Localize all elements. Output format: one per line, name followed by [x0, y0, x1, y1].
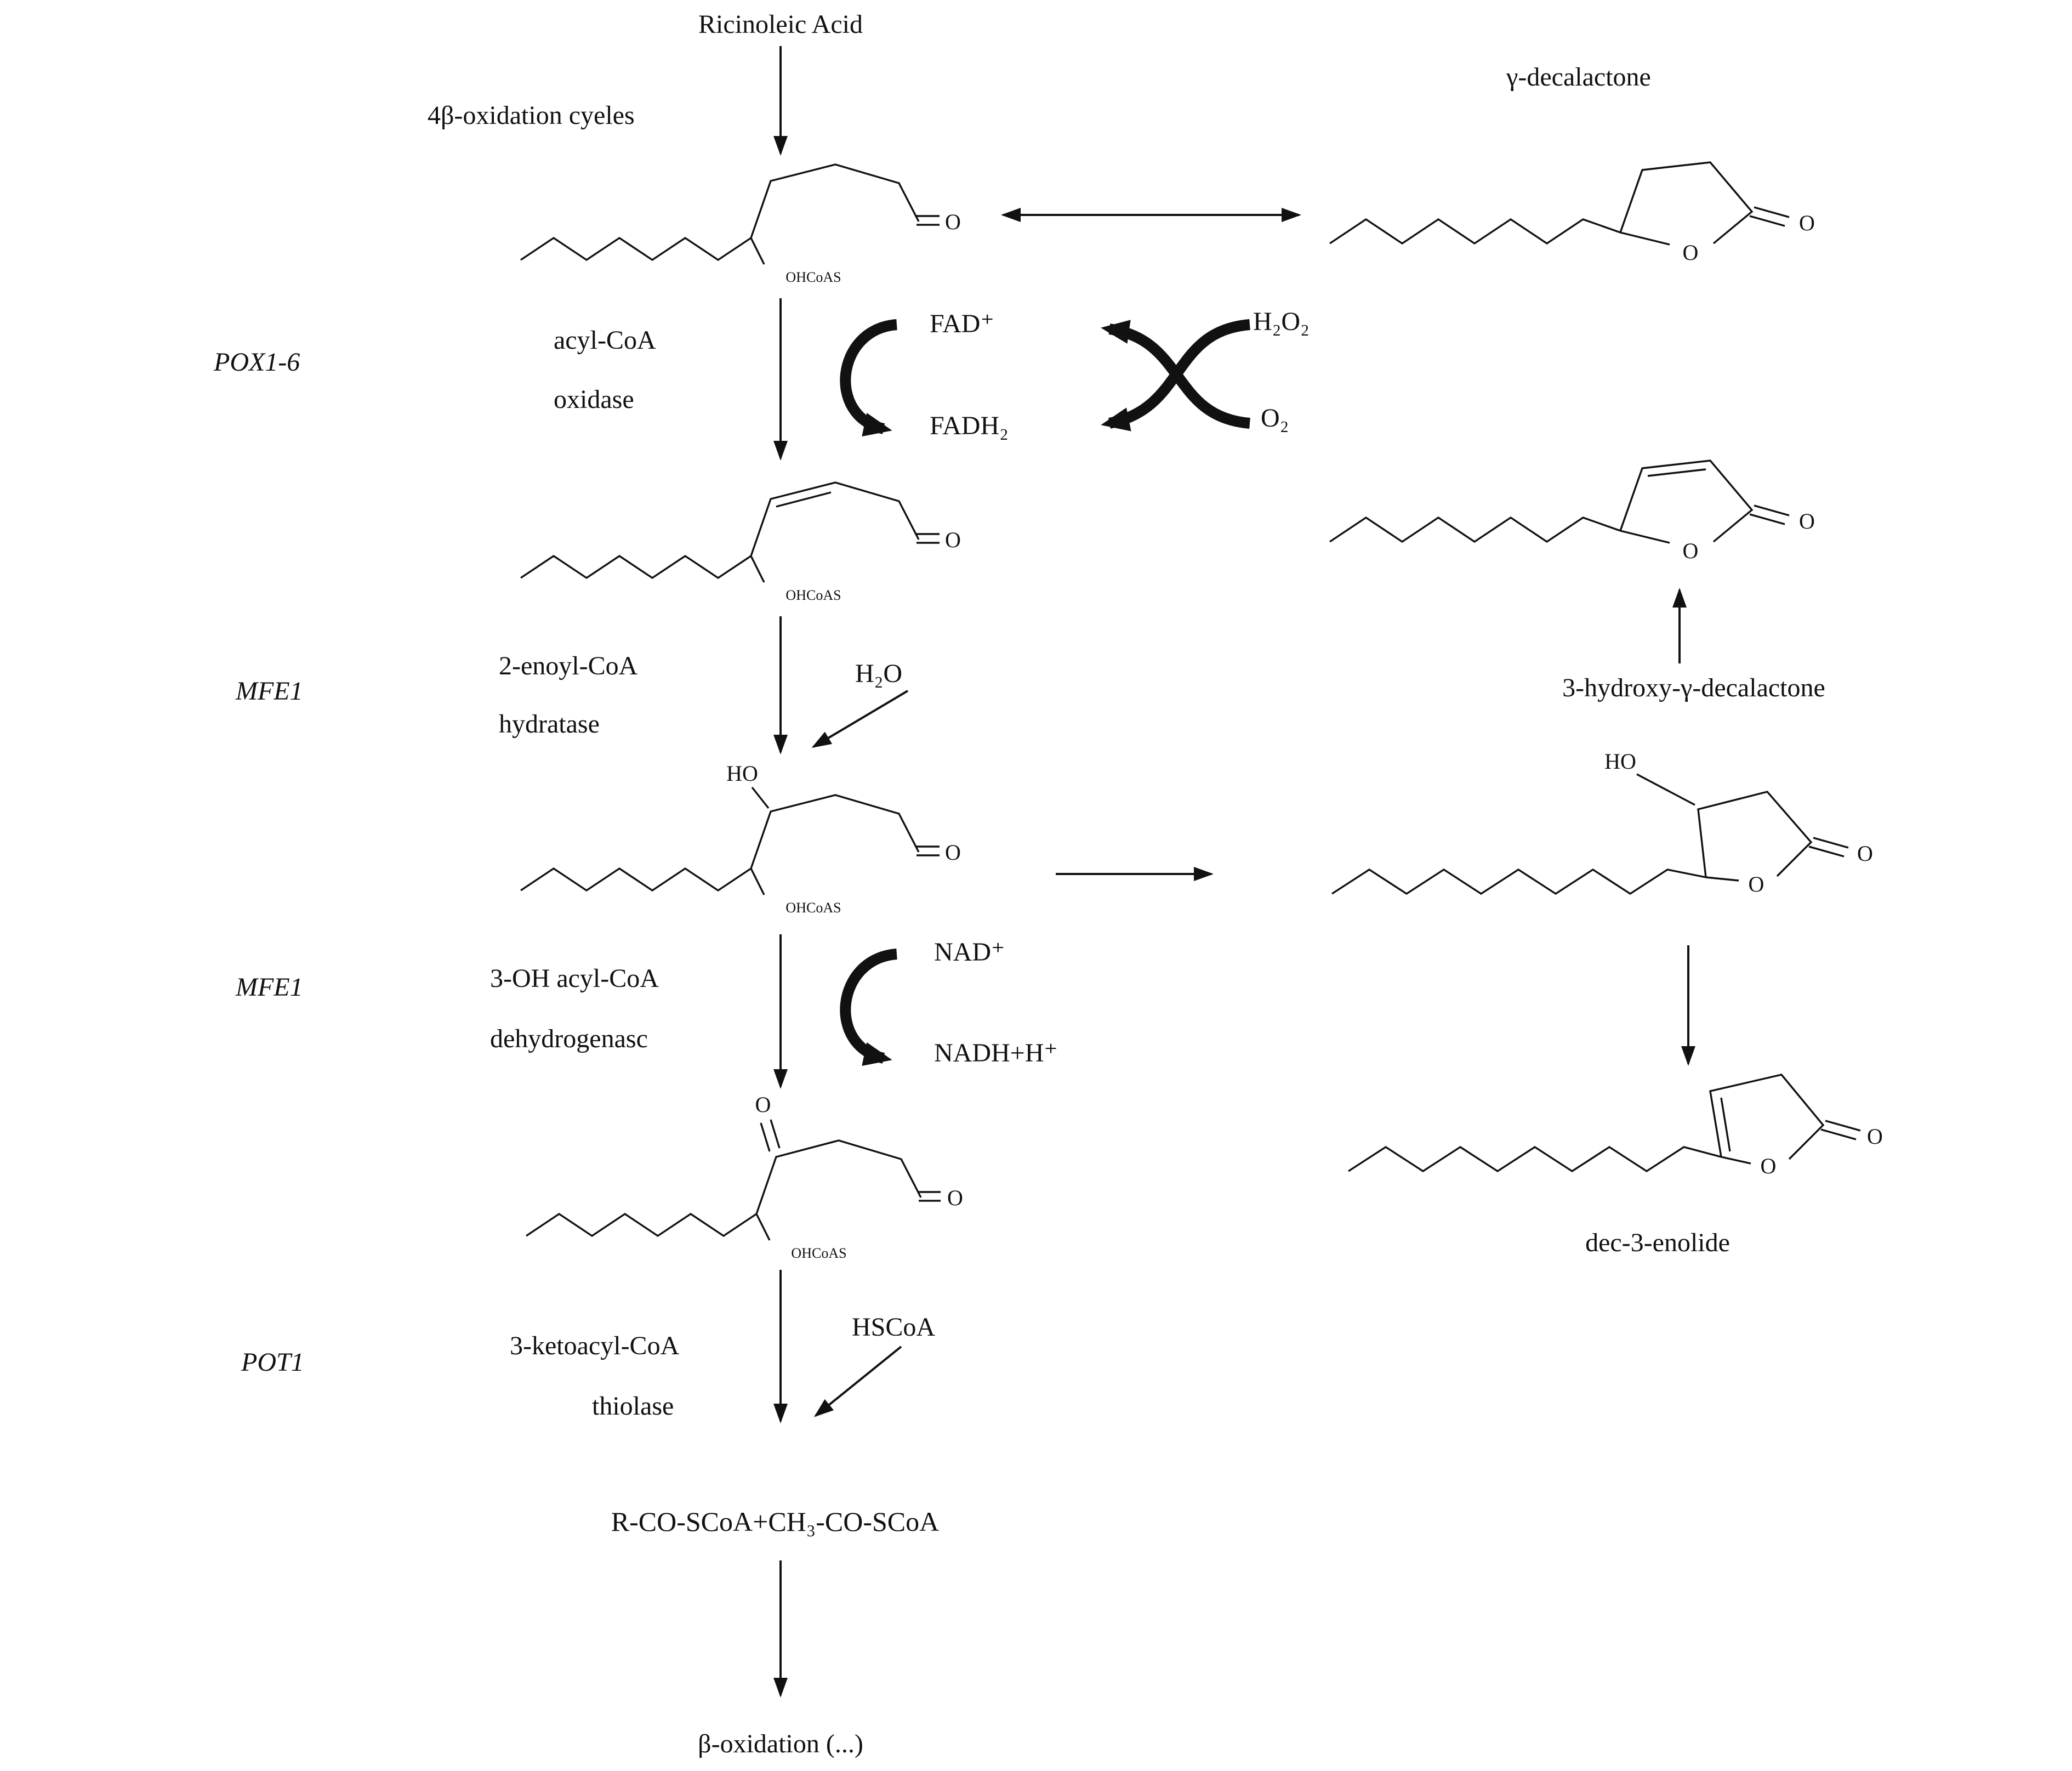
cofactor-nad: NAD⁺: [934, 938, 1005, 967]
atom-o: O: [945, 527, 961, 552]
o2-cross-arrow: [1101, 320, 1250, 429]
atom-o: O: [1799, 509, 1815, 533]
atom-ohcoas: OHCoAS: [785, 900, 841, 916]
nad-cycle-arrow: [840, 949, 898, 1066]
structure-3-hydroxy-decalactone: HO O O: [1331, 749, 1873, 896]
cofactor-h2o: H₂O: [855, 659, 902, 688]
structure-gamma-decalactone: O O: [1329, 161, 1815, 265]
atom-ohcoas: OHCoAS: [791, 1245, 846, 1261]
label-gamma-decalactone: γ-decalactone: [1506, 63, 1651, 92]
arrow-hscoa-in: [813, 1346, 902, 1417]
cofactor-h2o2: H₂O₂: [1253, 307, 1310, 336]
structure-hydroxy-acyl-coa: O OHCoAS: [520, 163, 961, 285]
enzyme-hydratase: hydratase: [499, 709, 600, 739]
enzyme-dehydrogenase: dehydrogenasc: [490, 1024, 648, 1053]
atom-ho: HO: [726, 761, 758, 786]
enzyme-enoyl-coa: 2-enoyl-CoA: [499, 651, 638, 680]
structure-enoyl-coa: O OHCoAS: [520, 481, 961, 603]
label-ricinoleic-acid: Ricinoleic Acid: [698, 10, 863, 39]
atom-o: O: [945, 209, 961, 234]
atom-o: O: [1857, 841, 1873, 866]
gene-pox1-6: POX1-6: [213, 348, 300, 377]
atom-o: O: [945, 840, 961, 865]
atom-o: O: [1761, 1154, 1777, 1178]
label-products: R-CO-SCoA+CH₃-CO-SCoA: [611, 1506, 940, 1537]
atom-o: O: [1799, 211, 1815, 235]
fad-cycle-arrow: [840, 319, 898, 437]
atom-o: O: [947, 1185, 963, 1210]
label-oxidation-cycles: 4β-oxidation cyeles: [428, 101, 635, 130]
enzyme-thiolase: thiolase: [592, 1392, 674, 1421]
structure-3-hydroxy-acyl-coa: HO O OHCoAS: [520, 761, 961, 916]
structure-dec3-enolide: O O: [1348, 1074, 1883, 1178]
atom-ohcoas: OHCoAS: [785, 269, 841, 285]
enzyme-oh-acyl-coa: 3-OH acyl-CoA: [490, 964, 659, 993]
arrow-h2o-in: [811, 690, 909, 748]
gene-pot1: POT1: [241, 1348, 304, 1377]
atom-ho: HO: [1604, 749, 1636, 774]
label-dec3-enolide: dec-3-enolide: [1585, 1228, 1730, 1257]
cofactor-fad: FAD⁺: [930, 309, 994, 338]
enzyme-oxidase: oxidase: [554, 385, 634, 414]
enzyme-acyl-coa: acyl-CoA: [554, 326, 656, 355]
structure-3-keto-acyl-coa: O O OHCoAS: [526, 1092, 963, 1261]
gene-mfe1-dehydrogenase: MFE1: [235, 973, 303, 1002]
cofactor-nadh: NADH+H⁺: [934, 1038, 1058, 1068]
cofactor-fadh2: FADH₂: [930, 411, 1009, 440]
atom-o: O: [1867, 1124, 1883, 1149]
structure-dehydro-decalactone: O O: [1329, 459, 1815, 563]
atom-o: O: [1683, 240, 1699, 265]
cofactor-o2: O₂: [1261, 404, 1289, 433]
atom-ohcoas: OHCoAS: [785, 587, 841, 603]
cofactor-hscoa: HSCoA: [852, 1313, 935, 1342]
label-beta-oxidation: β-oxidation (...): [698, 1729, 863, 1758]
enzyme-ketoacyl-coa: 3-ketoacyl-CoA: [510, 1331, 680, 1360]
label-hydroxy-decalactone: 3-hydroxy-γ-decalactone: [1562, 673, 1825, 702]
atom-o: O: [755, 1092, 771, 1117]
gene-mfe1-hydratase: MFE1: [235, 677, 303, 706]
atom-o: O: [1749, 872, 1764, 896]
atom-o: O: [1683, 538, 1699, 563]
